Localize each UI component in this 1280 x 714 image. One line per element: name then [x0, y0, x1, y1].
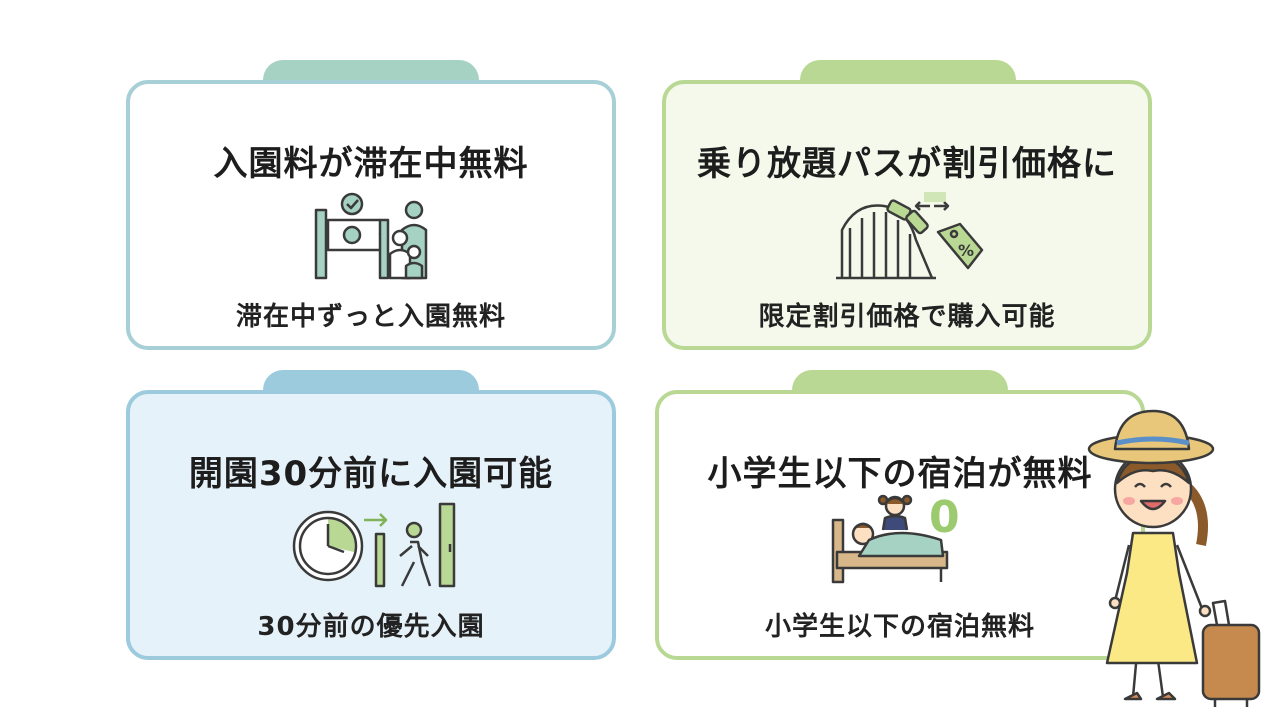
card-kids-stay-free: 小学生以下の宿泊が無料 0 小学生以下の宿泊無料: [655, 390, 1145, 660]
clock-walk-gate-icon: [292, 502, 456, 588]
card-pass-discount: 乗り放題パスが割引価格に % 限定割引価格で購入可能: [662, 80, 1152, 350]
girl-traveler-illustration: [1087, 409, 1261, 707]
card-subtitle: 小学生以下の宿泊無料: [764, 612, 1035, 642]
card-free-admission: 入園料が滞在中無料 滞在中ずっと入園無料: [126, 80, 616, 350]
card-title: 開園30分前に入園可能: [188, 454, 554, 494]
zero-label: 0: [929, 492, 960, 543]
card-title: 入園料が滞在中無料: [213, 144, 529, 184]
bed-children-icon: [831, 494, 949, 584]
svg-text:%: %: [958, 241, 974, 260]
roller-coaster-discount-icon: %: [836, 192, 984, 280]
card-subtitle: 滞在中ずっと入園無料: [235, 302, 506, 332]
card-subtitle: 30分前の優先入園: [257, 612, 485, 642]
card-title: 乗り放題パスが割引価格に: [697, 144, 1117, 184]
ticket-gate-family-icon: [314, 192, 428, 280]
card-title: 小学生以下の宿泊が無料: [707, 454, 1093, 494]
card-early-entry: 開園30分前に入園可能 30分前の優先入園: [126, 390, 616, 660]
card-subtitle: 限定割引価格で購入可能: [758, 302, 1056, 332]
